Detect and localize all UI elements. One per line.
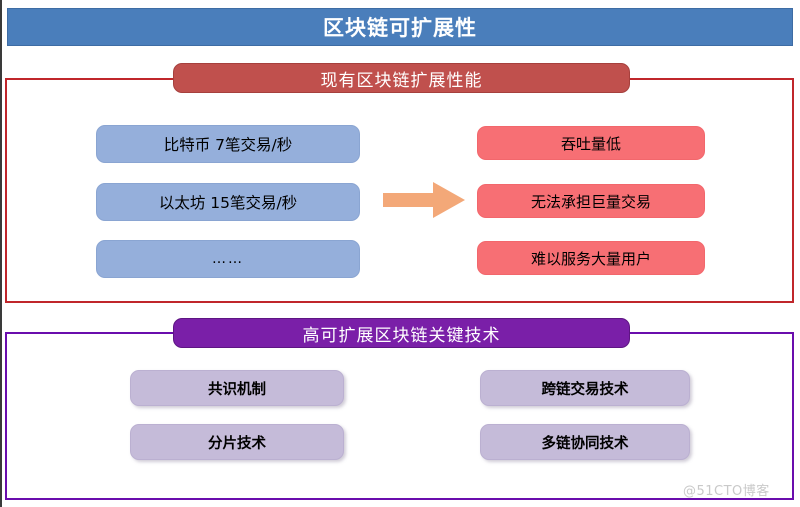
chip-ethereum-tps[interactable]: 以太坊 15笔交易/秒 [96, 183, 360, 221]
chip-low-throughput[interactable]: 吞吐量低 [477, 126, 705, 160]
chip-ethereum-tps-label: 以太坊 15笔交易/秒 [158, 194, 298, 212]
chip-bitcoin-tps-label: 比特币 7笔交易/秒 [163, 136, 293, 154]
section-header-existing-label: 现有区块链扩展性能 [320, 70, 483, 91]
chip-sharding-technology[interactable]: 分片技术 [130, 424, 344, 460]
chip-consensus-mechanism[interactable]: 共识机制 [130, 370, 344, 406]
section-header-key-technologies-label: 高可扩展区块链关键技术 [302, 325, 501, 346]
watermark: @51CTO博客 [683, 480, 770, 499]
slide-title-bar: 区块链可扩展性 [7, 8, 793, 46]
chip-multi-chain-collaboration-technology[interactable]: 多链协同技术 [480, 424, 690, 460]
chip-hard-to-serve-users[interactable]: 难以服务大量用户 [477, 241, 705, 275]
chip-multi-chain-collaboration-technology-label: 多链协同技术 [541, 435, 629, 452]
chip-sharding-technology-label: 分片技术 [208, 435, 266, 452]
chip-more-ellipsis[interactable]: …… [96, 240, 360, 278]
section-header-existing-performance: 现有区块链扩展性能 [173, 63, 630, 93]
chip-low-throughput-label: 吞吐量低 [560, 134, 621, 153]
chip-cannot-handle-volume[interactable]: 无法承担巨量交易 [477, 184, 705, 218]
section-key-technologies [5, 332, 794, 500]
right-arrow-icon [383, 182, 465, 218]
chip-cross-chain-transaction-technology[interactable]: 跨链交易技术 [480, 370, 690, 406]
page-left-edge [0, 0, 2, 507]
page-title: 区块链可扩展性 [323, 16, 477, 40]
chip-cross-chain-transaction-technology-label: 跨链交易技术 [541, 381, 629, 398]
chip-more-ellipsis-label: …… [212, 251, 244, 267]
watermark-label: @51CTO博客 [683, 484, 770, 499]
chip-bitcoin-tps[interactable]: 比特币 7笔交易/秒 [96, 125, 360, 163]
chip-cannot-handle-volume-label: 无法承担巨量交易 [530, 192, 651, 211]
chip-consensus-mechanism-label: 共识机制 [208, 381, 266, 398]
section-header-key-technologies: 高可扩展区块链关键技术 [173, 318, 630, 348]
chip-hard-to-serve-users-label: 难以服务大量用户 [530, 249, 651, 268]
